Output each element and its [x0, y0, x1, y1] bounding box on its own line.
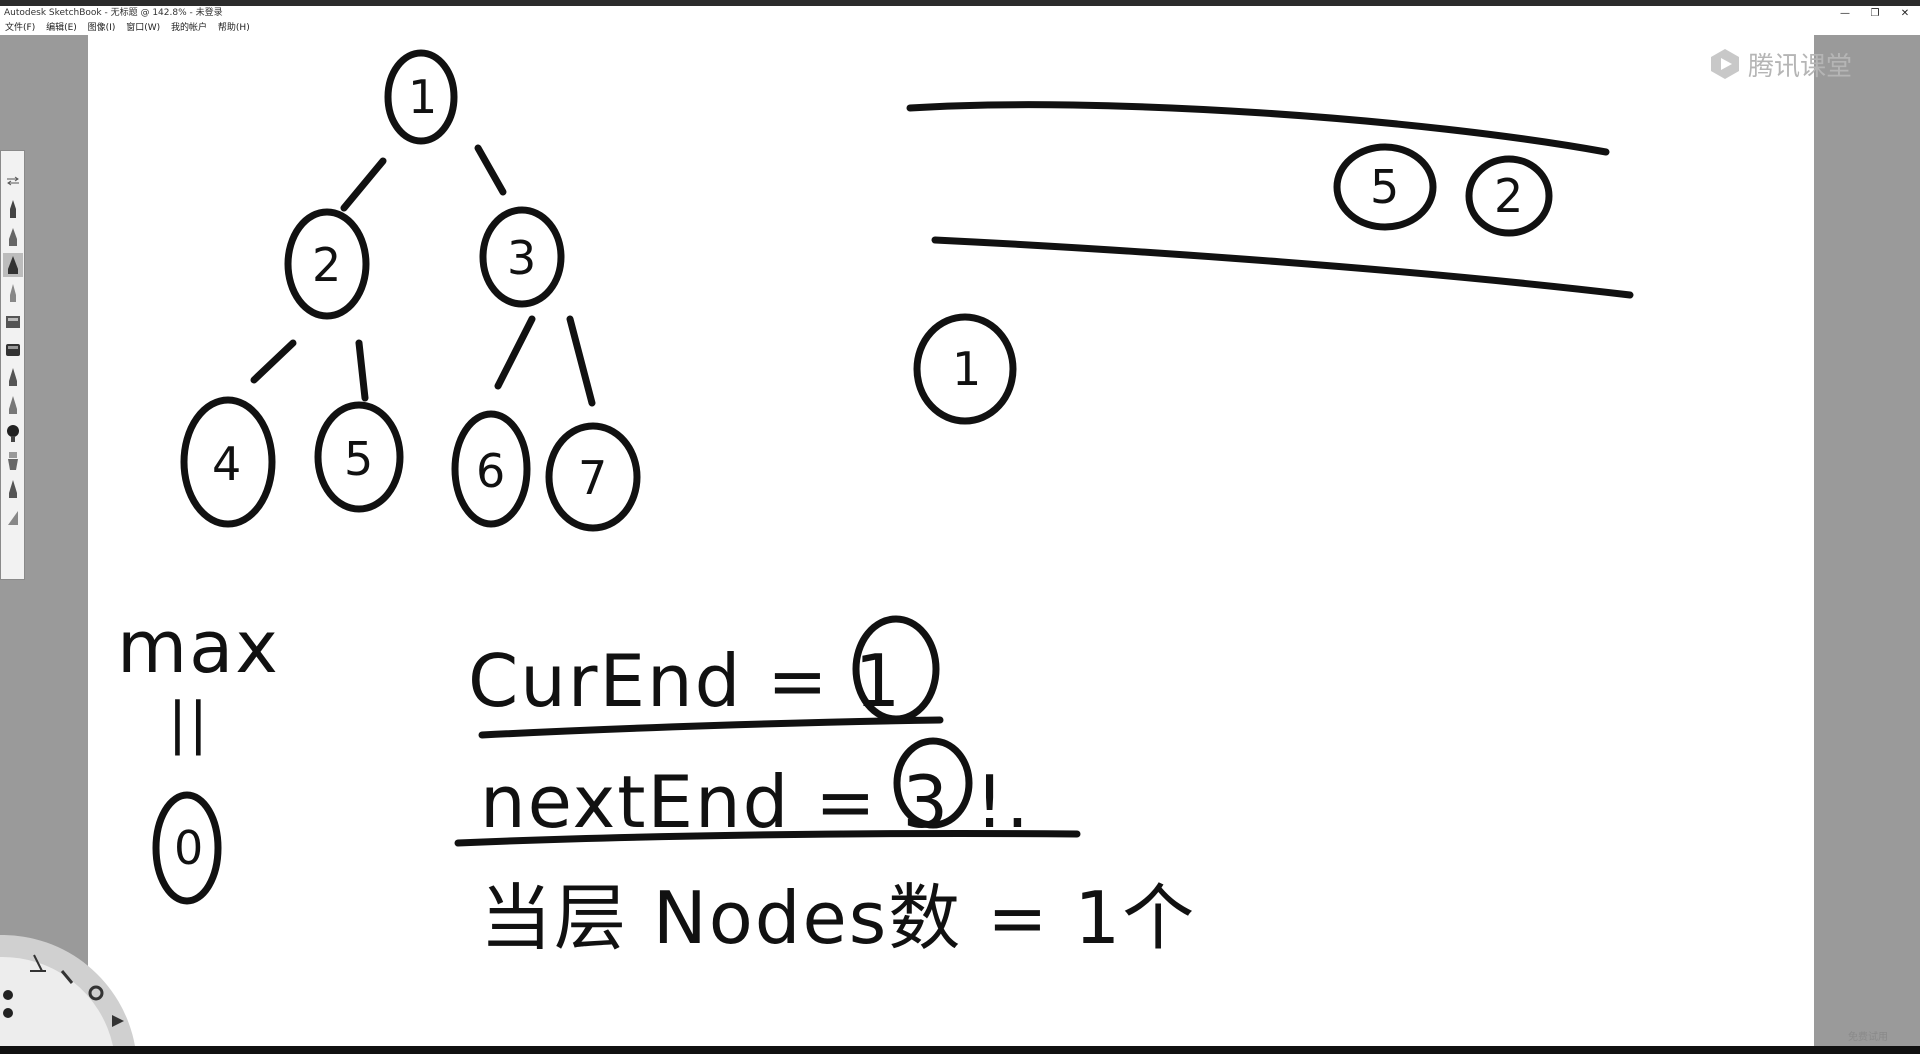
tree-node-5	[314, 401, 404, 513]
menu-window[interactable]: 窗口(W)	[126, 23, 161, 33]
minimize-icon[interactable]: —	[1840, 8, 1850, 19]
state-text: CurEnd = 1 nextEnd = 3 !. 当层 Nodes数 = 1个	[454, 615, 1196, 960]
watermark-text: 腾讯课堂	[1748, 51, 1853, 82]
marker-icon[interactable]	[3, 253, 23, 277]
queue-top-line	[906, 101, 1610, 156]
window-title: Autodesk SketchBook - 无标题 @ 142.8% - 未登录	[4, 8, 223, 18]
puck-arrow-icon	[112, 1015, 124, 1027]
queue: 5 2 1	[906, 101, 1634, 425]
edge-1-3	[474, 144, 507, 196]
close-icon[interactable]: ✕	[1900, 8, 1910, 19]
tree-label-5: 5	[344, 432, 373, 486]
window-controls: — ❐ ✕	[1830, 6, 1920, 21]
lagoon-puck[interactable]	[0, 935, 150, 1046]
menu-bar: 文件(F) 编辑(E) 图像(I) 窗口(W) 我的帐户 帮助(H)	[0, 21, 1920, 35]
max-equals: ||	[168, 691, 210, 756]
pencil-icon[interactable]	[3, 225, 23, 249]
tree-node-4	[180, 396, 276, 528]
edge-2-4	[250, 339, 297, 384]
bottom-bar	[0, 1046, 1920, 1054]
puck-color-icon	[88, 985, 104, 1001]
queue-label-2: 2	[1494, 169, 1523, 223]
max-value: 0	[174, 821, 203, 875]
tree-node-3	[479, 206, 565, 308]
max-label: max	[117, 605, 280, 689]
edge-1-2	[340, 157, 387, 212]
menu-image[interactable]: 图像(I)	[87, 23, 116, 33]
menu-edit[interactable]: 编辑(E)	[46, 23, 77, 33]
curend-line: CurEnd = 1	[468, 639, 902, 723]
queue-bottom-line	[931, 236, 1634, 299]
puck-dot-icon-2	[3, 1008, 13, 1018]
top-strip	[0, 0, 1920, 6]
eraser-icon[interactable]	[3, 309, 23, 333]
max-value-circle	[152, 791, 222, 905]
tree-node-2	[284, 208, 370, 320]
dequeued-node-1	[913, 313, 1017, 425]
nodes-count-line: 当层 Nodes数 = 1个	[480, 876, 1196, 960]
drawing-canvas[interactable]	[88, 35, 1814, 1046]
play-logo-icon	[1711, 49, 1739, 79]
tree-label-4: 4	[212, 437, 241, 491]
curend-underline	[478, 716, 944, 739]
tree-label-2: 2	[312, 238, 341, 292]
brush-icon[interactable]	[3, 281, 23, 305]
queue-node-5	[1333, 143, 1437, 231]
max-annotation: max || 0	[117, 605, 280, 905]
restore-icon[interactable]: ❐	[1870, 8, 1880, 19]
puck-dot-icon	[3, 990, 13, 1000]
pen-icon[interactable]	[3, 197, 23, 221]
ruler-icon[interactable]	[3, 505, 23, 529]
dequeued-label-1: 1	[952, 342, 981, 396]
tree-label-1: 1	[408, 70, 437, 124]
menu-help[interactable]: 帮助(H)	[217, 23, 250, 33]
brush-toolbar	[0, 150, 25, 580]
nextend-underline	[454, 829, 1081, 847]
menu-file[interactable]: 文件(F)	[5, 23, 36, 33]
nextend-circle	[893, 737, 973, 829]
right-gutter	[1814, 35, 1920, 1046]
tree: 1 2 3 4 5 6 7	[180, 49, 641, 532]
smudge-icon[interactable]	[3, 421, 23, 445]
airbrush-icon[interactable]	[3, 393, 23, 417]
edge-3-7	[566, 315, 596, 407]
tree-node-6	[451, 410, 531, 528]
queue-label-5: 5	[1370, 160, 1399, 214]
tree-label-3: 3	[507, 231, 536, 285]
pen2-icon[interactable]	[3, 477, 23, 501]
puck-tool-icon	[30, 954, 46, 972]
tree-label-6: 6	[476, 444, 505, 498]
edge-3-6	[494, 315, 536, 390]
tree-node-7	[545, 422, 641, 532]
title-bar: Autodesk SketchBook - 无标题 @ 142.8% - 未登录…	[0, 6, 1920, 21]
chisel-icon[interactable]	[3, 365, 23, 389]
paint-icon[interactable]	[3, 449, 23, 473]
puck-pen-icon	[60, 970, 74, 984]
menu-account[interactable]: 我的帐户	[171, 23, 208, 33]
edge-2-5	[355, 339, 369, 402]
queue-node-2	[1465, 155, 1553, 237]
ink-icon[interactable]	[3, 337, 23, 361]
watermark: 腾讯课堂	[1708, 44, 1852, 84]
tree-node-1	[384, 49, 458, 145]
swap-icon[interactable]	[3, 169, 23, 193]
status-text: 免费试用	[1848, 1032, 1888, 1043]
tree-label-7: 7	[578, 451, 607, 505]
